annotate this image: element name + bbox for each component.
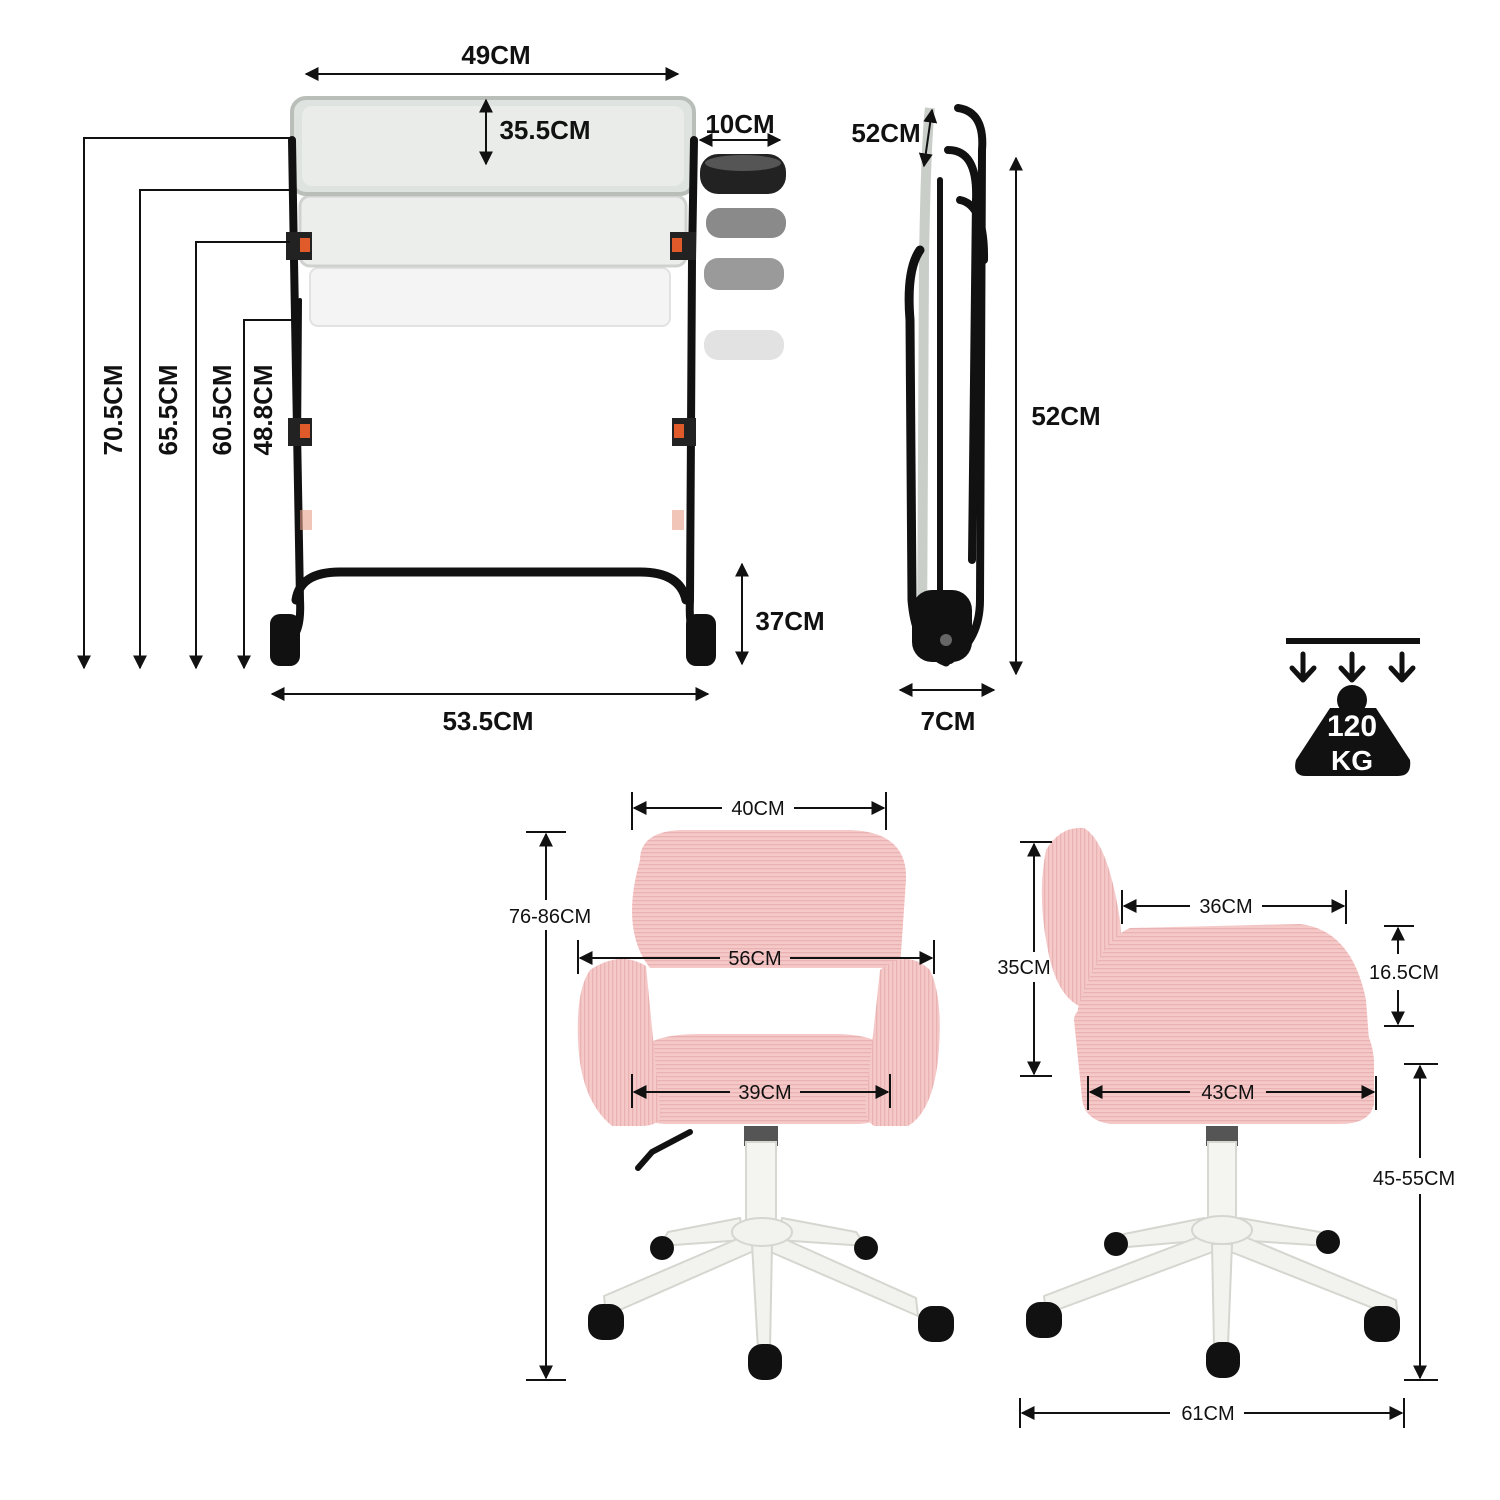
load-value: 120: [1327, 710, 1377, 743]
cupholder-icon: [700, 154, 786, 360]
seat-width-label: 39CM: [738, 1082, 791, 1104]
width-top-label: 49CM: [461, 40, 530, 70]
load-unit: KG: [1331, 745, 1373, 776]
arm-height-label: 16.5CM: [1369, 962, 1439, 984]
back-height-label: 35CM: [997, 957, 1050, 979]
table-front-view: 49CM 35.5CM 10CM 70.5CM 65.5CM 60.5CM 48…: [77, 40, 825, 736]
seat-depth-label: 43CM: [1201, 1082, 1254, 1104]
height-label-3: 60.5CM: [207, 364, 237, 455]
tray-depth-label: 35.5CM: [499, 115, 590, 145]
chair-side-view: 35CM 36CM 16.5CM 43CM 45-55CM 61CM: [997, 827, 1455, 1428]
cupholder-label: 10CM: [705, 109, 774, 139]
arm-width-label: 56CM: [728, 948, 781, 970]
folded-depth-label: 7CM: [921, 706, 976, 736]
chair-front-view: 40CM 56CM 39CM 76-86CM: [509, 792, 954, 1381]
back-width-label: 40CM: [731, 798, 784, 820]
height-label-4: 48.8CM: [248, 364, 278, 455]
height-label-1: 70.5CM: [98, 364, 128, 455]
base-width-label-chair: 61CM: [1181, 1403, 1234, 1425]
weight-capacity-icon: 120 KG: [1286, 638, 1420, 776]
arm-depth-label: 36CM: [1199, 896, 1252, 918]
base-width-label: 53.5CM: [442, 706, 533, 736]
clearance-label: 37CM: [755, 606, 824, 636]
table-folded-view: 52CM 52CM 7CM: [851, 104, 1101, 736]
chair-height-label: 76-86CM: [509, 906, 591, 928]
seat-height-label: 45-55CM: [1373, 1168, 1455, 1190]
height-label-2: 65.5CM: [153, 364, 183, 455]
tray-thickness-label: 52CM: [851, 118, 920, 148]
folded-height-label: 52CM: [1031, 401, 1100, 431]
